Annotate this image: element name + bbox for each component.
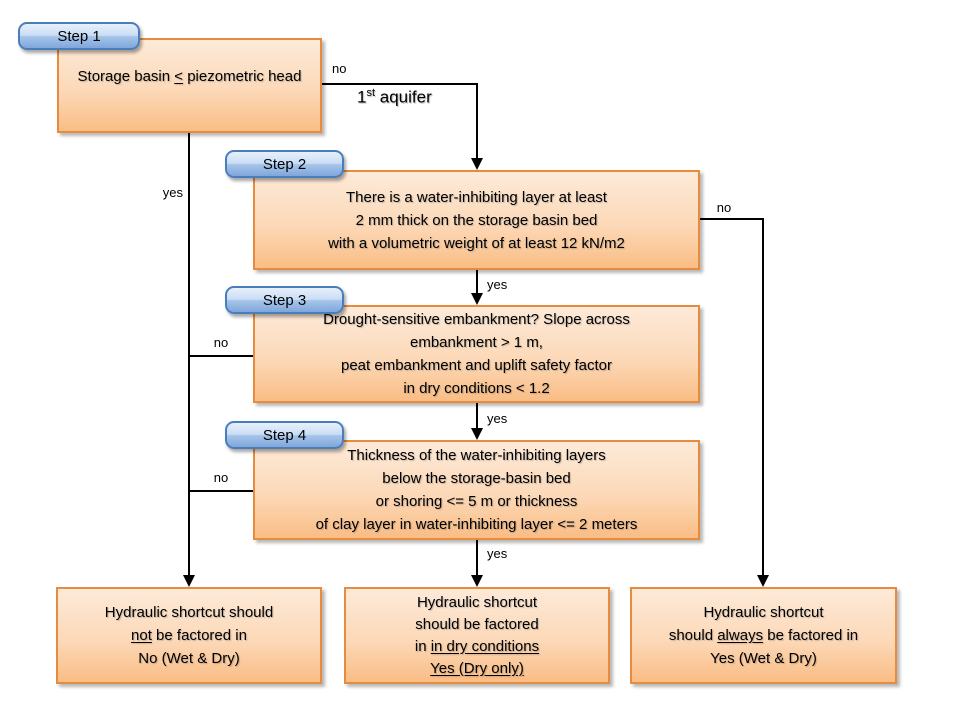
connector-step2-no-horizontal xyxy=(700,218,764,220)
step4-line-1: Thickness of the water-inhibiting layers xyxy=(347,447,606,464)
connector-step4-no-horizontal xyxy=(189,490,253,492)
outcome-left-line-2: not be factored in xyxy=(131,627,247,644)
connector-step3-yes-vertical xyxy=(476,403,478,431)
outcome-middle-line-1: Hydraulic shortcut xyxy=(416,593,538,611)
connector-step2-no-vertical xyxy=(762,218,764,576)
connector-step4-yes-vertical xyxy=(476,540,478,576)
arrowhead-into-step3-icon xyxy=(471,293,483,305)
step3-badge: Step 3 xyxy=(225,286,344,314)
outcome-middle-line-2: should be factored xyxy=(415,615,539,633)
outcome-box-not-factored: Hydraulic shortcut should not be factore… xyxy=(56,587,322,684)
arrowhead-into-outcome-middle-icon xyxy=(471,575,483,587)
edge-label-step2-no: no xyxy=(716,200,732,215)
step4-line-2: below the storage-basin bed xyxy=(382,470,571,487)
outcome-box-always-factored: Hydraulic shortcut should always be fact… xyxy=(630,587,897,684)
step2-line-2: 2 mm thick on the storage basin bed xyxy=(355,211,598,229)
connector-step2-yes-vertical xyxy=(476,270,478,296)
outcome-box-dry-only: Hydraulic shortcut should be factored in… xyxy=(344,587,610,684)
edge-label-step3-no: no xyxy=(213,335,229,350)
connector-step1-no-horizontal xyxy=(322,83,478,85)
outcome-left-line-1: Hydraulic shortcut should xyxy=(104,604,274,621)
connector-step1-yes-vertical xyxy=(188,133,190,576)
step2-line-3: with a volumetric weight of at least 12 … xyxy=(328,234,625,252)
outcome-right-line-2: should always be factored in xyxy=(668,627,859,644)
step2-box: There is a water-inhibiting layer at lea… xyxy=(253,170,700,270)
edge-label-step1-no: no xyxy=(332,61,347,76)
step3-line-4: in dry conditions < 1.2 xyxy=(403,380,550,397)
outcome-right-line-1: Hydraulic shortcut xyxy=(703,604,824,621)
step3-box: Drought-sensitive embankment? Slope acro… xyxy=(253,305,700,403)
step2-badge: Step 2 xyxy=(225,150,344,178)
arrowhead-into-outcome-left-icon xyxy=(183,575,195,587)
step1-box: Storage basin < piezometric head xyxy=(57,38,322,133)
edge-label-step3-yes: yes xyxy=(487,411,508,426)
outcome-middle-line-3: in in dry conditions xyxy=(414,637,540,655)
outcome-right-line-3: Yes (Wet & Dry) xyxy=(710,650,817,667)
edge-label-step2-yes: yes xyxy=(487,277,508,292)
edge-label-step4-no: no xyxy=(213,470,229,485)
step2-line-1: There is a water-inhibiting layer at lea… xyxy=(346,188,607,206)
step3-line-1: Drought-sensitive embankment? Slope acro… xyxy=(323,311,630,328)
outcome-left-line-3: No (Wet & Dry) xyxy=(138,650,240,667)
connector-step3-no-horizontal xyxy=(189,355,253,357)
edge-label-step1-yes: yes xyxy=(162,185,183,200)
arrowhead-into-step2-icon xyxy=(471,158,483,170)
step3-line-2: embankment > 1 m, xyxy=(410,334,543,351)
step4-line-4: of clay layer in water-inhibiting layer … xyxy=(315,516,638,533)
edge-label-first-aquifer: 1st aquifer xyxy=(357,87,432,107)
step1-badge: Step 1 xyxy=(18,22,140,50)
step4-box: Thickness of the water-inhibiting layers… xyxy=(253,440,700,540)
step4-badge: Step 4 xyxy=(225,421,344,449)
step4-line-3: or shoring <= 5 m or thickness xyxy=(375,493,578,510)
step3-line-3: peat embankment and uplift safety factor xyxy=(341,357,612,374)
connector-step1-no-vertical xyxy=(476,83,478,160)
arrowhead-into-outcome-right-icon xyxy=(757,575,769,587)
step1-box-text: Storage basin < piezometric head xyxy=(77,68,302,85)
outcome-middle-line-4: Yes (Dry only) xyxy=(430,659,524,677)
edge-label-step4-yes: yes xyxy=(487,546,508,561)
arrowhead-into-step4-icon xyxy=(471,428,483,440)
